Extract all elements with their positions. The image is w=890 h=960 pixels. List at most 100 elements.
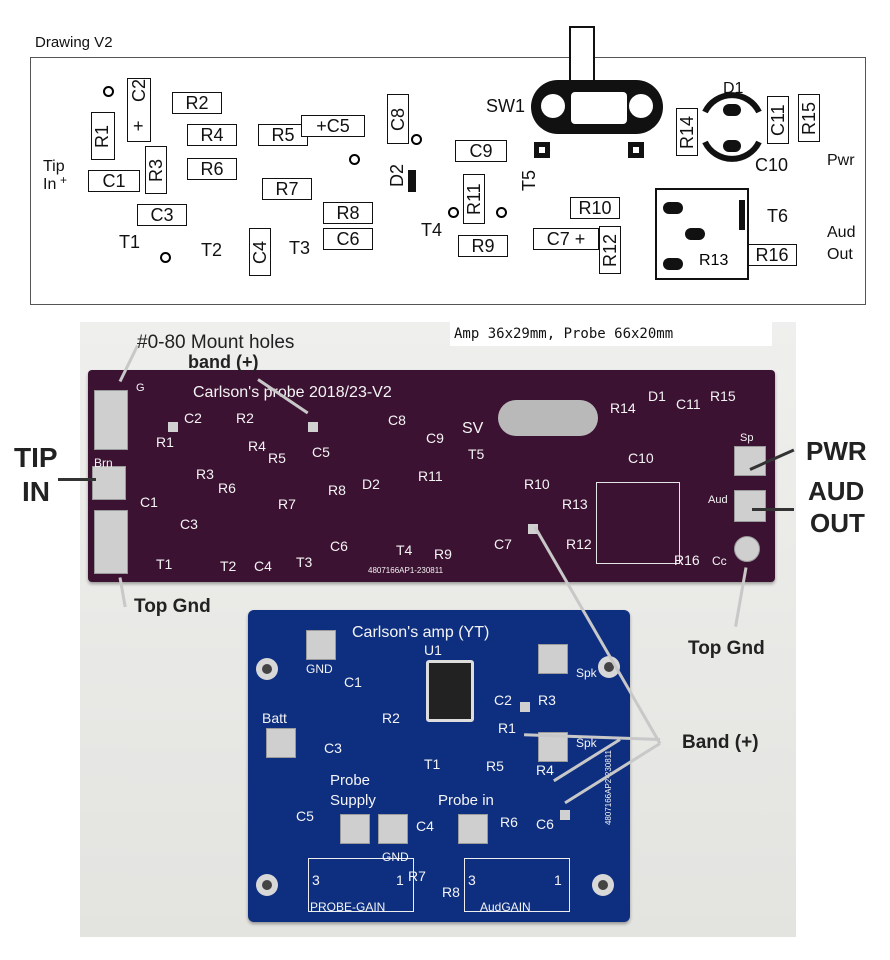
amp-silk: C1 (344, 674, 362, 690)
probe-silk: R11 (418, 468, 443, 484)
probe-silk: C10 (628, 450, 654, 466)
drill-hole (103, 86, 114, 97)
part-c1: C1 (88, 170, 140, 192)
probe-board-title: Carlson's probe 2018/23-V2 (193, 384, 392, 401)
band-plus-right-annotation: Band (+) (682, 732, 759, 753)
amp-silk: T1 (424, 756, 441, 772)
probe-switch (498, 400, 598, 436)
amp-supply-pad (340, 814, 370, 844)
part-r13: R13 (699, 252, 729, 269)
probe-silk: R4 (248, 438, 266, 454)
part-c11: C11 (767, 96, 789, 144)
probe-silk: R14 (610, 400, 636, 416)
amp-silk: 3 (468, 872, 476, 888)
probe-silk: R10 (524, 476, 550, 492)
switch-pad-left (534, 142, 550, 158)
part-r2: R2 (172, 92, 222, 114)
aud-label: Aud (827, 224, 856, 241)
probe-silk: Aud (708, 494, 728, 506)
amp-spk-pad (538, 644, 568, 674)
amp-silk: C2 (494, 692, 512, 708)
amp-silk: AudGAIN (480, 900, 531, 914)
part-r8: R8 (323, 202, 373, 224)
switch-sw1-body (531, 80, 663, 134)
amp-silk: R1 (498, 720, 516, 736)
out-label: Out (827, 246, 853, 263)
part-r4: R4 (187, 124, 237, 146)
amp-gnd-pad (306, 630, 336, 660)
amp-silk: GND (306, 662, 333, 676)
part-r10: R10 (570, 197, 620, 219)
part-d2: D2 (387, 164, 407, 188)
probe-silk: R9 (434, 546, 452, 562)
tip-in-pad (92, 466, 126, 500)
drill-hole (160, 252, 171, 263)
mount-pad-bottom (94, 510, 128, 574)
amp-board-code: 4807166AP2-230811 (604, 750, 613, 826)
amp-silk: R3 (538, 692, 556, 708)
amp-pcb: Carlson's amp (YT) 4807166AP2-230811 GND… (248, 610, 630, 922)
aud-gain-pot (464, 858, 570, 912)
part-c4: C4 (249, 228, 271, 276)
part-r1: R1 (91, 112, 115, 160)
part-t5: T5 (519, 170, 539, 192)
part-r15: R15 (798, 94, 820, 142)
part-c2-plus: + (133, 116, 144, 136)
part-c3: C3 (137, 204, 187, 226)
part-c6: C6 (323, 228, 373, 250)
probe-silk: G (136, 382, 145, 394)
out-annotation: OUT (810, 508, 865, 538)
probe-silk: D2 (362, 476, 380, 492)
probe-pcb: Carlson's probe 2018/23-V2 4807166AP1-23… (88, 370, 775, 582)
mount-hole (592, 874, 614, 896)
amp-silk: C5 (296, 808, 314, 824)
diode-d2-body (408, 170, 416, 192)
top-gnd-left-annotation: Top Gnd (134, 596, 211, 617)
probe-gain-pot (308, 858, 414, 912)
mount-hole (256, 658, 278, 680)
drawing-frame: R1 C2 + R2 R4 R5 +C5 C8 R3 R6 C1 C3 R7 R… (30, 26, 866, 305)
probe-silk: T5 (468, 446, 485, 462)
probe-silk: C2 (184, 410, 202, 426)
mount-pad-top (94, 390, 128, 450)
part-t1: T1 (119, 232, 141, 252)
drill-hole (411, 134, 422, 145)
probe-silk: C6 (330, 538, 348, 554)
probe-silk: C9 (426, 430, 444, 446)
drill-hole (448, 207, 459, 218)
probe-silk: C5 (312, 444, 330, 460)
amp-c2-plus-pad (520, 702, 530, 712)
part-r9: R9 (458, 235, 508, 257)
part-c7: C7 + (533, 228, 599, 250)
part-r3: R3 (145, 146, 167, 194)
probe-silk: T4 (396, 542, 413, 558)
tip-annotation: TIP (14, 442, 58, 473)
probe-silk: C1 (140, 494, 158, 510)
amp-silk: 3 (312, 872, 320, 888)
c2-plus-pad (168, 422, 178, 432)
amp-silk: R2 (382, 710, 400, 726)
amp-silk: 1 (554, 872, 562, 888)
pwr-label: Pwr (827, 152, 855, 169)
probe-silk: T1 (156, 556, 173, 572)
aud-annotation: AUD (808, 476, 865, 506)
amp-ic-u1 (426, 660, 474, 722)
part-r6: R6 (187, 158, 237, 180)
probe-silk: C8 (388, 412, 406, 428)
probe-silk: R16 (674, 552, 700, 568)
part-sw1: SW1 (486, 96, 526, 116)
top-gnd-right-annotation: Top Gnd (688, 638, 765, 659)
pwr-pad (734, 446, 766, 476)
aud-out-arrow (752, 508, 794, 511)
probe-silk: Brn (94, 456, 113, 470)
amp-silk: R5 (486, 758, 504, 774)
trimmer-r13: R13 (655, 188, 749, 280)
amp-c6-plus-pad (560, 810, 570, 820)
switch-actuator (569, 26, 595, 80)
probe-silk: C4 (254, 558, 272, 574)
part-r12: R12 (599, 226, 621, 274)
tip-in-arrow (58, 478, 96, 481)
part-r14: R14 (676, 108, 698, 156)
probe-silk: R15 (710, 388, 736, 404)
amp-silk: C4 (416, 818, 434, 834)
